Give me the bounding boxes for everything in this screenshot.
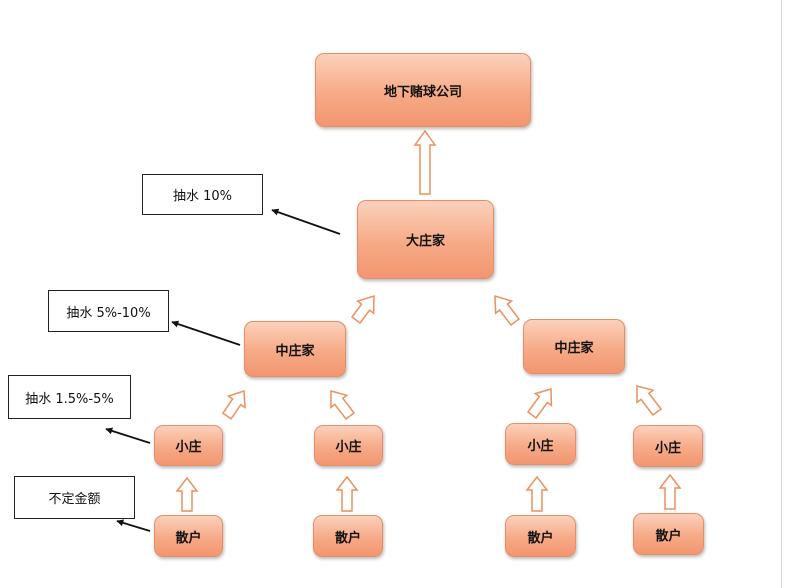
node-small-dealer: 小庄 — [314, 425, 383, 466]
node-small-dealer: 小庄 — [633, 425, 703, 467]
pointer-arrow-small-dealer — [105, 427, 151, 444]
pointer-arrow-mid-dealer — [171, 320, 241, 346]
flow-arrow-big-to-company — [413, 129, 437, 195]
flow-arrow-retail-to-small — [658, 473, 682, 510]
label-mid-dealer-cut: 抽水 5%-10% — [48, 290, 169, 332]
flow-arrow-retail-to-small — [525, 475, 549, 512]
node-small-dealer: 小庄 — [505, 423, 576, 465]
label-retail-amount: 不定金额 — [14, 476, 135, 519]
flow-arrow-retail-to-small — [335, 475, 359, 512]
node-underground-betting-company: 地下赌球公司 — [315, 53, 531, 127]
node-retail-bettor: 散户 — [505, 515, 576, 557]
node-small-dealer: 小庄 — [154, 425, 223, 466]
flow-arrow-small-to-mid — [526, 388, 553, 420]
node-mid-dealer-right: 中庄家 — [523, 319, 625, 374]
node-mid-dealer-left: 中庄家 — [244, 321, 346, 377]
flow-arrow-retail-to-small — [175, 476, 199, 512]
flow-arrow-small-to-mid — [636, 385, 663, 417]
node-retail-bettor: 散户 — [633, 513, 704, 555]
flow-arrow-small-to-mid — [221, 389, 246, 420]
label-small-dealer-cut: 抽水 1.5%-5% — [8, 375, 131, 419]
node-big-dealer: 大庄家 — [357, 200, 494, 279]
flow-arrow-small-to-mid — [330, 390, 356, 421]
flow-arrow-mid-right-to-big — [494, 294, 521, 327]
pointer-arrow-retail — [116, 519, 151, 532]
page-edge-line — [781, 0, 782, 588]
node-retail-bettor: 散户 — [313, 515, 383, 557]
pointer-arrow-big-dealer — [271, 208, 341, 235]
label-big-dealer-cut: 抽水 10% — [142, 174, 263, 215]
flow-arrow-mid-left-to-big — [350, 294, 375, 325]
node-retail-bettor: 散户 — [154, 515, 223, 557]
